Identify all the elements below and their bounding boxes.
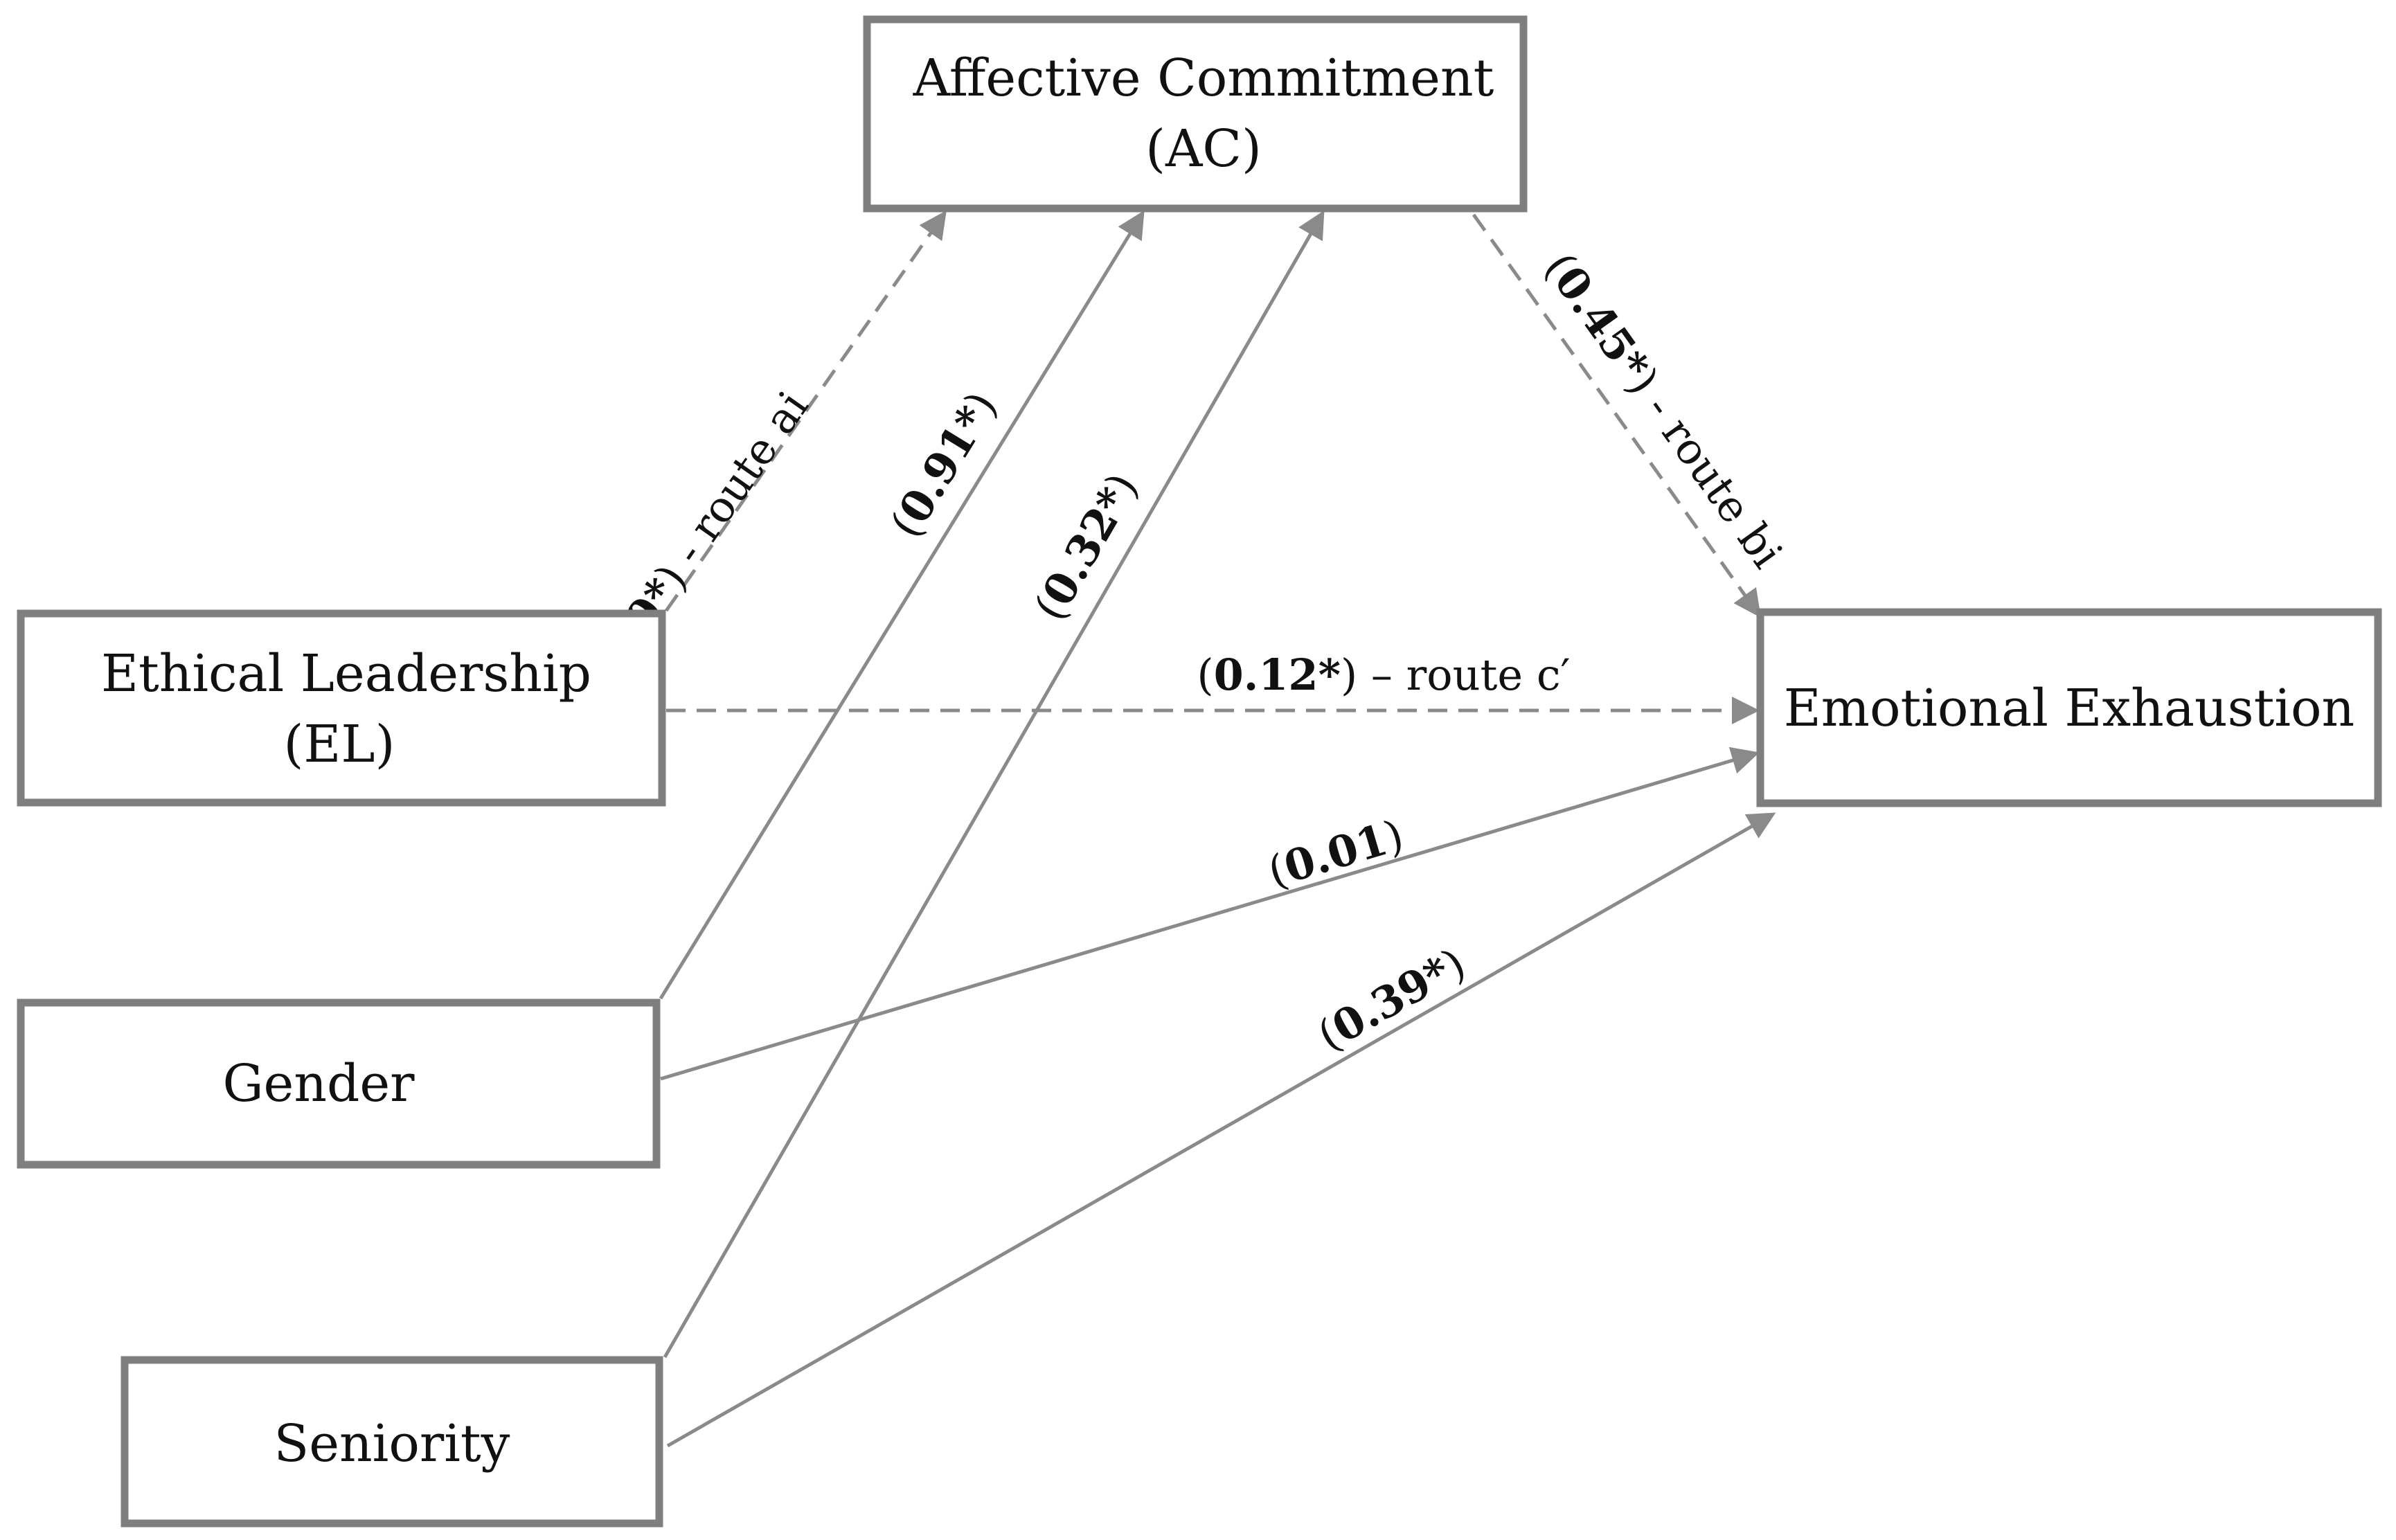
node-box [17,609,666,807]
node-label: (AC) [1145,119,1262,179]
node-label: Seniority [274,1414,510,1474]
node-box [863,15,1528,213]
edge-label-el-ee: (0.12*) – route c′ [1197,650,1570,700]
edge-ac-to-ee [1472,213,1761,618]
edge-gender-to-ee [660,746,1760,1081]
node-label: Affective Commitment [913,48,1494,108]
node-label: Emotional Exhaustion [1784,679,2354,738]
node-box [17,999,661,1169]
edge-labels: (0.19*) - route ai (0.91*) (0.32*) (0.45… [563,244,1793,1062]
edge-gender-to-ac [659,210,1145,1000]
node-emotional-exhaustion: Emotional Exhaustion [1756,608,2382,807]
node-ethical-leadership: Ethical Leadership (EL) [17,609,666,807]
edge-seniority-to-ac [663,210,1325,1359]
node-gender: Gender [17,999,661,1169]
edge-label-gender-ee: (0.01) [1262,809,1409,897]
node-label: (EL) [284,715,395,774]
node-box [120,1356,663,1528]
node-label: Ethical Leadership [101,644,591,704]
node-box [1756,608,2382,807]
node-label: Gender [222,1054,415,1113]
edge-label-ac-ee: (0.45*) - route bi [1535,244,1793,578]
node-seniority: Seniority [120,1356,663,1528]
edge-seniority-to-ee [666,812,1776,1448]
node-affective-commitment: Affective Commitment (AC) [863,15,1528,213]
edges [659,210,1776,1448]
edge-el-to-ac [664,210,947,612]
